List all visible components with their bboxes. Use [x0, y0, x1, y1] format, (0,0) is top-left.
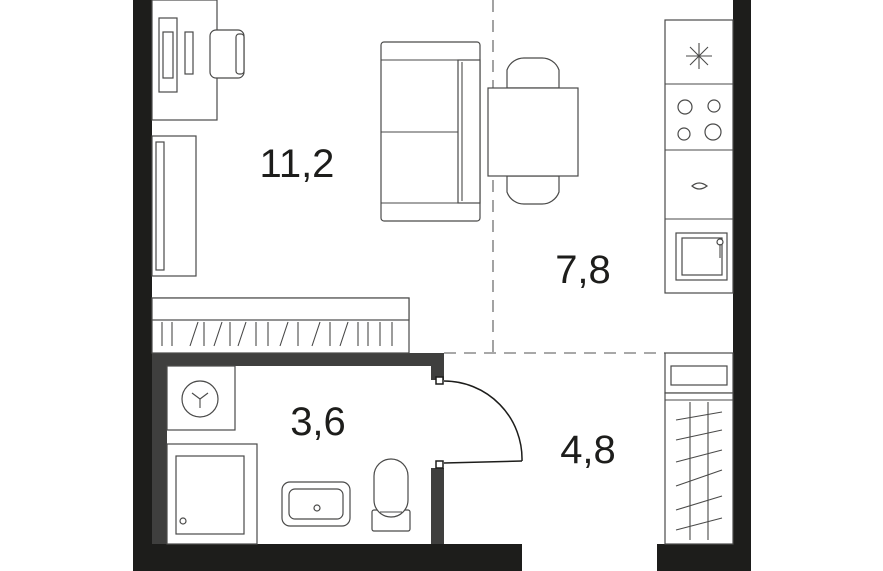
bottom-left-wall	[133, 544, 522, 571]
tv-icon	[151, 135, 197, 277]
bathroom-right-wall-bottom	[431, 468, 444, 544]
hallway-wardrobe-icon	[664, 352, 734, 545]
hallway-area-label: 4,8	[560, 428, 616, 472]
bathroom-right-wall-top	[431, 353, 444, 380]
fridge-icon	[686, 43, 712, 69]
bathroom-area-label: 3,6	[290, 400, 346, 444]
wardrobe-icon	[151, 297, 410, 354]
dishwasher-icon	[691, 182, 709, 190]
chair-icon	[209, 29, 245, 79]
washing-machine-icon	[166, 365, 236, 431]
toilet-icon	[371, 458, 411, 532]
bottom-right-wall	[657, 544, 751, 571]
bathroom-top-wall	[152, 353, 444, 366]
sofa-icon	[380, 41, 481, 222]
kitchen-area-label: 7,8	[555, 248, 611, 292]
door-swing-icon	[435, 376, 523, 469]
shower-icon	[166, 443, 258, 545]
bathroom-walls	[152, 353, 444, 544]
exterior-walls	[133, 0, 751, 571]
living-area-label: 11,2	[260, 142, 335, 186]
stove-icon	[677, 99, 722, 141]
bathroom-left-wall	[152, 353, 167, 544]
washbasin-icon	[281, 481, 351, 527]
sink-icon	[675, 232, 728, 281]
desk-icon	[151, 0, 218, 121]
dining-table-icon	[487, 57, 579, 205]
left-outer-wall	[133, 0, 152, 571]
zone-dividers	[444, 0, 665, 354]
right-outer-wall	[733, 0, 751, 571]
